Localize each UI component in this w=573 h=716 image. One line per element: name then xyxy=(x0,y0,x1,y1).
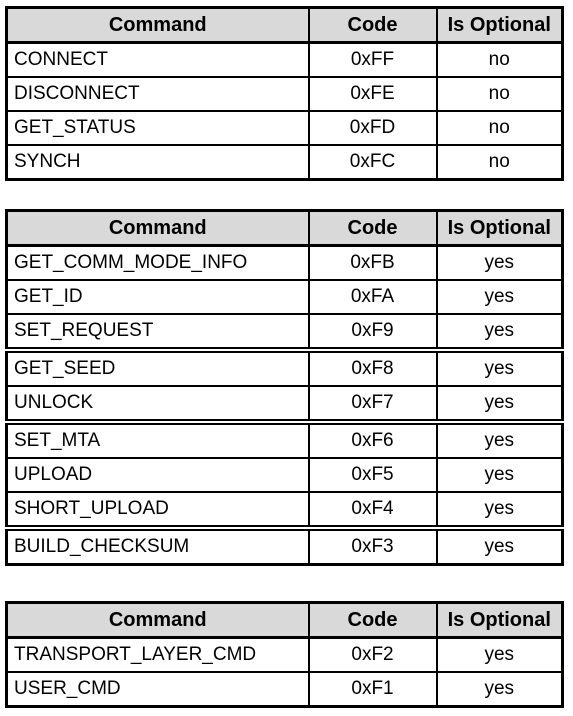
command-code: 0xFD xyxy=(307,111,438,146)
table-row: SYNCH 0xFC no xyxy=(5,145,564,181)
command-code: 0xF1 xyxy=(307,672,438,708)
command-optional: no xyxy=(435,111,564,146)
table-row: GET_STATUS 0xFD no xyxy=(5,111,564,146)
command-optional: yes xyxy=(435,637,564,673)
command-code: 0xF4 xyxy=(307,492,438,529)
command-optional: yes xyxy=(435,525,564,566)
command-optional: yes xyxy=(435,419,564,459)
command-optional: yes xyxy=(435,492,564,529)
header-command: Command xyxy=(5,7,310,44)
command-optional: yes xyxy=(435,458,564,493)
command-name: SHORT_UPLOAD xyxy=(5,492,310,529)
table-row: SET_REQUEST 0xF9 yes xyxy=(5,314,564,351)
command-name: USER_CMD xyxy=(5,672,310,708)
table-row: SET_MTA 0xF6 yes xyxy=(5,419,564,459)
command-name: BUILD_CHECKSUM xyxy=(5,525,310,566)
table-header-row: Command Code Is Optional xyxy=(5,7,564,44)
command-code: 0xF7 xyxy=(307,386,438,423)
command-optional: yes xyxy=(435,245,564,281)
command-name: GET_STATUS xyxy=(5,111,310,146)
command-optional: no xyxy=(435,42,564,78)
header-is-optional: Is Optional xyxy=(435,210,564,247)
command-table-optional: Command Code Is Optional GET_COMM_MODE_I… xyxy=(5,209,564,566)
command-name: SET_REQUEST xyxy=(5,314,310,351)
command-optional: yes xyxy=(435,347,564,387)
table-row: GET_SEED 0xF8 yes xyxy=(5,347,564,387)
table-row: GET_COMM_MODE_INFO 0xFB yes xyxy=(5,245,564,281)
table-row: USER_CMD 0xF1 yes xyxy=(5,672,564,708)
command-name: GET_ID xyxy=(5,280,310,315)
command-code: 0xF5 xyxy=(307,458,438,493)
command-code: 0xFE xyxy=(307,77,438,112)
command-name: DISCONNECT xyxy=(5,77,310,112)
header-is-optional: Is Optional xyxy=(435,7,564,44)
table-row: TRANSPORT_LAYER_CMD 0xF2 yes xyxy=(5,637,564,673)
command-name: SYNCH xyxy=(5,145,310,181)
command-name: UPLOAD xyxy=(5,458,310,493)
command-optional: yes xyxy=(435,314,564,351)
command-optional: yes xyxy=(435,672,564,708)
command-optional: yes xyxy=(435,386,564,423)
header-command: Command xyxy=(5,602,310,639)
command-table-standard: Command Code Is Optional CONNECT 0xFF no… xyxy=(5,6,564,181)
command-name: TRANSPORT_LAYER_CMD xyxy=(5,637,310,673)
table-row: UPLOAD 0xF5 yes xyxy=(5,458,564,493)
command-code: 0xF9 xyxy=(307,314,438,351)
command-name: UNLOCK xyxy=(5,386,310,423)
table-row: DISCONNECT 0xFE no xyxy=(5,77,564,112)
header-is-optional: Is Optional xyxy=(435,602,564,639)
command-optional: no xyxy=(435,145,564,181)
command-code: 0xFB xyxy=(307,245,438,281)
command-code: 0xF8 xyxy=(307,347,438,387)
table-row: BUILD_CHECKSUM 0xF3 yes xyxy=(5,525,564,566)
table-header-row: Command Code Is Optional xyxy=(5,602,564,639)
header-command: Command xyxy=(5,210,310,247)
command-code: 0xFA xyxy=(307,280,438,315)
command-name: CONNECT xyxy=(5,42,310,78)
table-row: CONNECT 0xFF no xyxy=(5,42,564,78)
command-code: 0xF3 xyxy=(307,525,438,566)
header-code: Code xyxy=(307,210,438,247)
command-table-special: Command Code Is Optional TRANSPORT_LAYER… xyxy=(5,601,564,708)
command-optional: no xyxy=(435,77,564,112)
command-code: 0xFF xyxy=(307,42,438,78)
command-name: GET_SEED xyxy=(5,347,310,387)
command-code: 0xF2 xyxy=(307,637,438,673)
command-code: 0xFC xyxy=(307,145,438,181)
header-code: Code xyxy=(307,7,438,44)
table-row: UNLOCK 0xF7 yes xyxy=(5,386,564,423)
command-name: SET_MTA xyxy=(5,419,310,459)
table-header-row: Command Code Is Optional xyxy=(5,210,564,247)
header-code: Code xyxy=(307,602,438,639)
command-optional: yes xyxy=(435,280,564,315)
table-row: GET_ID 0xFA yes xyxy=(5,280,564,315)
command-code: 0xF6 xyxy=(307,419,438,459)
command-name: GET_COMM_MODE_INFO xyxy=(5,245,310,281)
table-row: SHORT_UPLOAD 0xF4 yes xyxy=(5,492,564,529)
